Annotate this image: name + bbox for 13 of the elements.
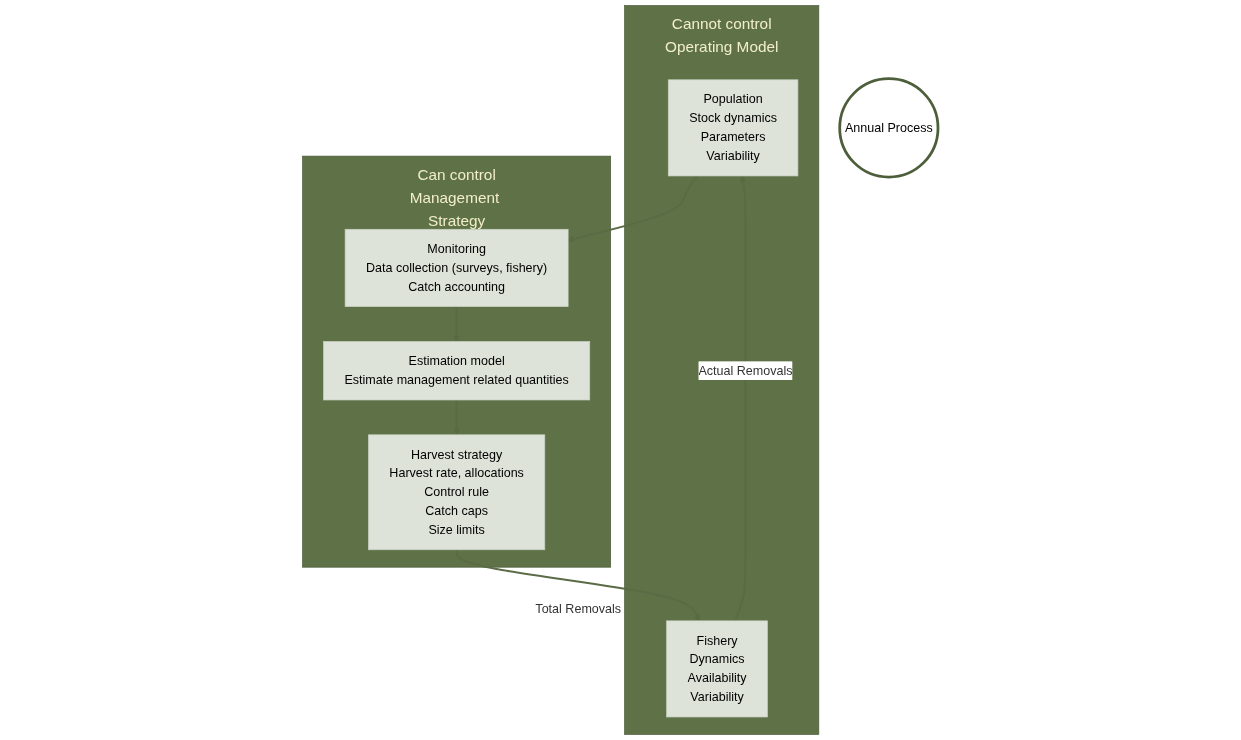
arrow <box>568 175 699 242</box>
arrow <box>453 306 460 342</box>
arrow <box>455 549 700 622</box>
node-box: Harvest strategy Harvest rate, allocations Control rule Catch caps Size limits <box>368 434 546 551</box>
node-box: Fishery Dynamics Availability Variability <box>666 620 768 718</box>
edge-label: Actual Removals <box>698 363 793 378</box>
node-box: Estimation model Estimate management related quantities <box>323 341 591 401</box>
node-box: Population Stock dynamics Parameters Variability <box>668 79 799 177</box>
arrow <box>734 175 747 622</box>
node-circle: Annual Process <box>838 77 940 179</box>
edge-label: Total Removals <box>535 601 622 616</box>
node-box: Monitoring Data collection (surveys, fishery) Catch accounting <box>344 228 569 307</box>
arrow <box>453 400 460 436</box>
